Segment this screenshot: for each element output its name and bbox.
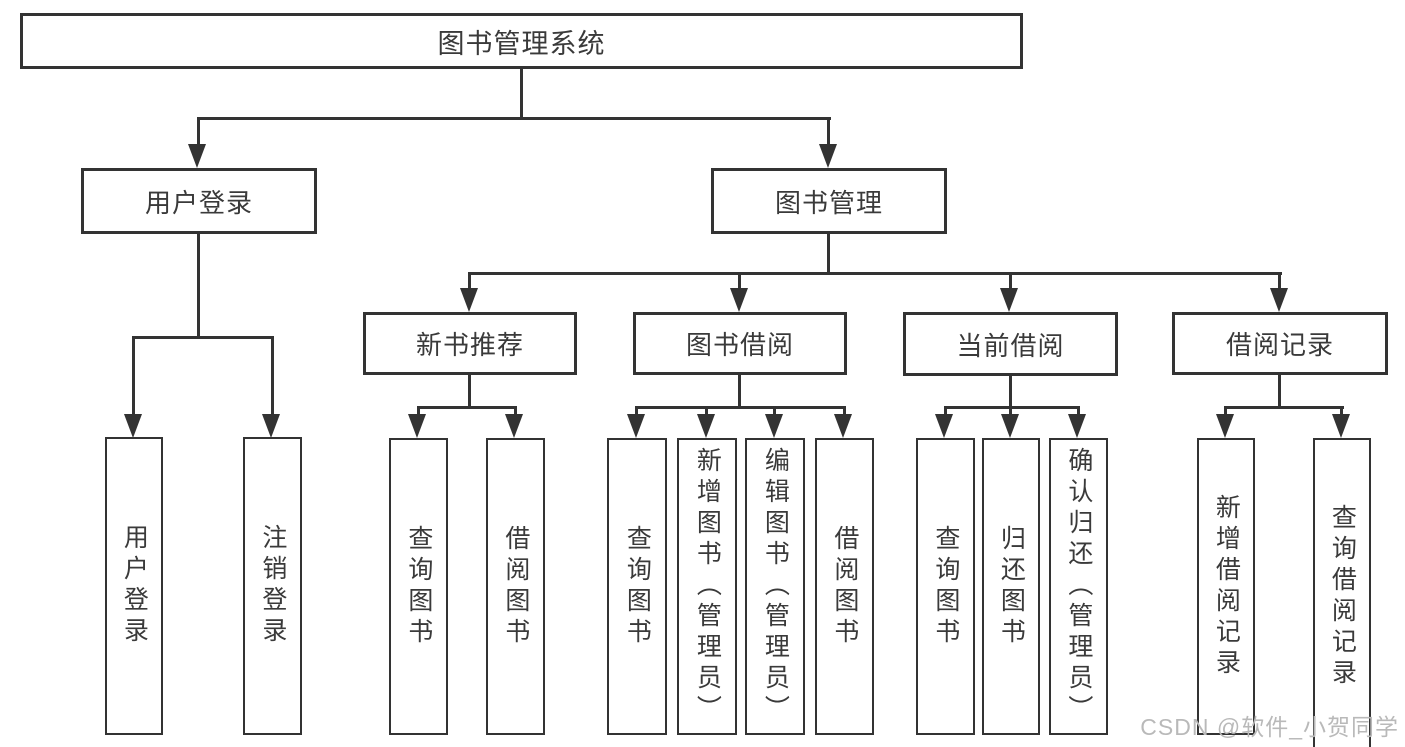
leaf-logout-label: 注销登录 <box>258 524 287 648</box>
connector-drop-bb-add <box>705 406 708 417</box>
leaf-bb-query-book-label: 查询图书 <box>623 524 652 649</box>
connector-drop-bb-borrow <box>843 406 846 417</box>
leaf-bb-query-book: 查询图书 <box>607 438 667 735</box>
connector-current-borrow-rail <box>944 406 1080 409</box>
leaf-cb-return-book-label: 归还图书 <box>997 524 1026 649</box>
leaf-br-add-record: 新增借阅记录 <box>1197 438 1255 735</box>
connector-drop-borrow-records <box>1278 272 1281 291</box>
connector-user-login-stem <box>197 234 200 336</box>
connector-level2-rail <box>197 117 831 120</box>
leaf-nb-query-book-label: 查询图书 <box>404 524 433 649</box>
connector-new-book-rail <box>417 406 517 409</box>
arrowhead-br-query <box>1332 414 1350 438</box>
connector-new-book-stem <box>468 375 471 406</box>
connector-book-borrow-rail <box>635 406 846 409</box>
arrowhead-bb-borrow <box>834 414 852 438</box>
leaf-nb-borrow-book-label: 借阅图书 <box>501 524 530 649</box>
node-book-mgmt-label: 图书管理 <box>774 187 883 218</box>
connector-drop-br-query <box>1340 406 1343 417</box>
connector-level3-rail <box>468 272 1282 275</box>
arrowhead-bb-query <box>627 414 645 438</box>
arrowhead-cb-confirm <box>1068 414 1086 438</box>
connector-book-mgmt-stem <box>827 234 830 272</box>
connector-user-login-rail <box>133 336 274 339</box>
connector-drop-login-leaf <box>132 336 135 417</box>
leaf-cb-return-book: 归还图书 <box>982 438 1040 735</box>
leaf-bb-borrow-book-label: 借阅图书 <box>830 524 859 649</box>
leaf-br-query-record-label: 查询借阅记录 <box>1328 504 1357 690</box>
node-new-book-rec: 新书推荐 <box>363 312 577 375</box>
leaf-bb-borrow-book: 借阅图书 <box>815 438 874 735</box>
arrowhead-cb-query <box>935 414 953 438</box>
leaf-bb-edit-book: 编辑图书（管理员） <box>745 438 805 735</box>
leaf-br-add-record-label: 新增借阅记录 <box>1212 493 1241 680</box>
arrowhead-login-leaf <box>124 414 142 438</box>
leaf-nb-borrow-book: 借阅图书 <box>486 438 545 735</box>
csdn-watermark: CSDN @软件_小贺同学 <box>1140 714 1399 740</box>
connector-drop-book-borrow <box>738 272 741 291</box>
arrowhead-book-borrow <box>730 288 748 312</box>
leaf-user-login: 用户登录 <box>105 437 163 735</box>
leaf-br-query-record: 查询借阅记录 <box>1313 438 1371 747</box>
arrowhead-nb-query <box>408 414 426 438</box>
connector-borrow-records-rail <box>1224 406 1344 409</box>
arrowhead-current-borrow <box>1000 288 1018 312</box>
arrowhead-user-login <box>188 144 206 168</box>
connector-drop-bb-query <box>635 406 638 417</box>
connector-drop-current-borrow <box>1009 272 1012 291</box>
connector-drop-new-book <box>468 272 471 291</box>
node-book-borrow-label: 图书借阅 <box>685 330 794 360</box>
leaf-bb-add-book-label: 新增图书（管理员） <box>693 447 722 726</box>
node-root-label: 图书管理系统 <box>437 28 606 59</box>
arrowhead-book-mgmt <box>819 144 837 168</box>
connector-drop-cb-confirm <box>1077 406 1080 417</box>
arrowhead-br-add <box>1216 414 1234 438</box>
connector-drop-user-login <box>197 117 200 147</box>
node-book-mgmt: 图书管理 <box>711 168 947 234</box>
arrowhead-borrow-records <box>1270 288 1288 312</box>
connector-drop-nb-query <box>417 406 420 417</box>
leaf-bb-edit-book-label: 编辑图书（管理员） <box>761 447 790 726</box>
connector-drop-br-add <box>1224 406 1227 417</box>
connector-drop-logout-leaf <box>271 336 274 417</box>
arrowhead-new-book <box>460 288 478 312</box>
leaf-bb-add-book: 新增图书（管理员） <box>677 438 737 735</box>
leaf-cb-confirm-return-label: 确认归还（管理员） <box>1064 447 1093 726</box>
connector-drop-cb-query <box>944 406 947 417</box>
node-current-borrow: 当前借阅 <box>903 312 1118 376</box>
leaf-cb-query-book-label: 查询图书 <box>931 524 960 649</box>
arrowhead-cb-return <box>1001 414 1019 438</box>
node-new-book-rec-label: 新书推荐 <box>415 330 524 360</box>
node-current-borrow-label: 当前借阅 <box>956 330 1065 361</box>
node-user-login-label: 用户登录 <box>144 187 253 218</box>
connector-drop-nb-borrow <box>514 406 517 417</box>
node-borrow-records-label: 借阅记录 <box>1225 330 1334 360</box>
connector-root-stem <box>520 69 523 117</box>
connector-borrow-records-stem <box>1278 375 1281 406</box>
node-root-system: 图书管理系统 <box>20 13 1023 69</box>
connector-drop-book-mgmt <box>827 117 830 147</box>
connector-current-borrow-stem <box>1009 375 1012 406</box>
connector-book-borrow-stem <box>738 375 741 406</box>
leaf-logout: 注销登录 <box>243 437 302 735</box>
leaf-nb-query-book: 查询图书 <box>389 438 448 735</box>
arrowhead-logout-leaf <box>262 414 280 438</box>
arrowhead-bb-edit <box>765 414 783 438</box>
connector-drop-bb-edit <box>773 406 776 417</box>
leaf-cb-query-book: 查询图书 <box>916 438 975 735</box>
node-borrow-records: 借阅记录 <box>1172 312 1388 375</box>
leaf-cb-confirm-return: 确认归还（管理员） <box>1049 438 1108 735</box>
leaf-user-login-label: 用户登录 <box>120 524 149 648</box>
node-user-login: 用户登录 <box>81 168 317 234</box>
connector-drop-cb-return <box>1009 406 1012 417</box>
arrowhead-nb-borrow <box>505 414 523 438</box>
arrowhead-bb-add <box>697 414 715 438</box>
node-book-borrow: 图书借阅 <box>633 312 847 375</box>
